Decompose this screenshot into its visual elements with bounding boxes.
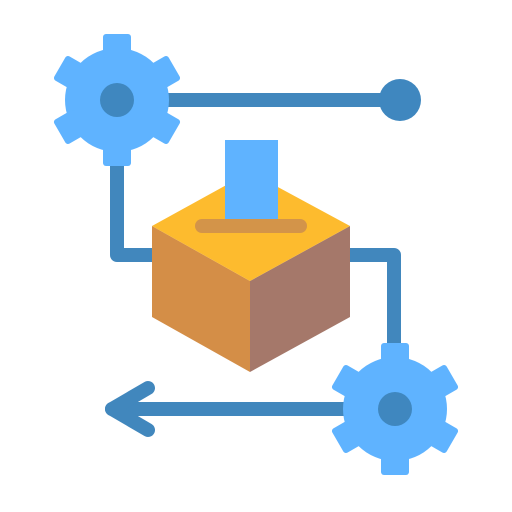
box-icon <box>152 140 350 372</box>
gear-hub <box>378 392 412 426</box>
top-left-gear-icon <box>53 34 181 166</box>
box-left-face <box>152 226 250 372</box>
bottom-right-gear-icon <box>331 343 459 475</box>
arrow-left-icon <box>105 381 155 437</box>
endpoint-dot-icon <box>379 79 421 121</box>
card-icon <box>225 140 278 226</box>
right-connector-line <box>338 248 401 357</box>
box-right-face <box>250 226 350 372</box>
connector-lines <box>105 93 401 437</box>
left-connector-line <box>110 143 167 262</box>
gear-hub <box>100 83 134 117</box>
